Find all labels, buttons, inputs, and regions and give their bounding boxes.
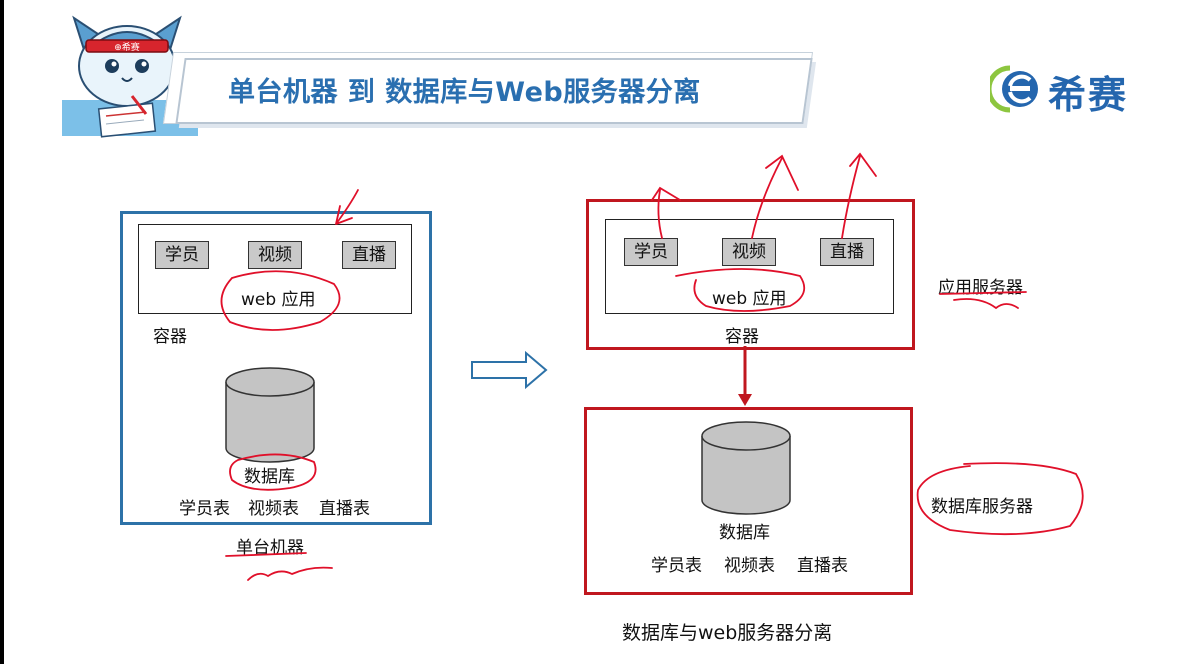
left-table-student: 学员表 bbox=[179, 499, 230, 519]
left-table-live: 直播表 bbox=[319, 499, 370, 519]
app-server-label: 应用服务器 bbox=[938, 278, 1023, 298]
right-table-video: 视频表 bbox=[724, 556, 775, 576]
left-module-video: 视频 bbox=[248, 241, 302, 269]
right-module-student: 学员 bbox=[624, 238, 678, 266]
slide-left-edge bbox=[0, 0, 4, 664]
ink-scribble-app-server bbox=[953, 298, 1019, 310]
right-module-live: 直播 bbox=[820, 238, 874, 266]
mascot-badge: ⊕希赛 bbox=[114, 41, 140, 53]
left-database-label: 数据库 bbox=[244, 467, 295, 487]
transition-arrow-icon bbox=[471, 350, 548, 390]
right-module-video: 视频 bbox=[722, 238, 776, 266]
right-web-app-label: web 应用 bbox=[712, 289, 787, 309]
right-database-icon bbox=[701, 421, 791, 515]
left-table-video: 视频表 bbox=[248, 499, 299, 519]
db-server-label: 数据库服务器 bbox=[931, 497, 1033, 517]
app-to-db-arrow bbox=[738, 346, 752, 406]
left-module-student: 学员 bbox=[155, 241, 209, 269]
right-table-student: 学员表 bbox=[651, 556, 702, 576]
left-caption: 单台机器 bbox=[236, 538, 304, 558]
right-container-label: 容器 bbox=[725, 327, 759, 347]
brand-name: 希赛 bbox=[1048, 73, 1129, 117]
left-database-icon bbox=[225, 367, 315, 463]
ink-scribble-left-caption bbox=[247, 566, 333, 581]
right-table-live: 直播表 bbox=[797, 556, 848, 576]
brand-logo-icon bbox=[990, 65, 1038, 113]
left-module-live: 直播 bbox=[342, 241, 396, 269]
slide-title: 单台机器 到 数据库与Web服务器分离 bbox=[228, 77, 701, 108]
left-web-app-label: web 应用 bbox=[241, 290, 316, 310]
left-container-label: 容器 bbox=[153, 327, 187, 347]
right-database-label: 数据库 bbox=[719, 523, 770, 543]
right-caption: 数据库与web服务器分离 bbox=[622, 622, 833, 644]
